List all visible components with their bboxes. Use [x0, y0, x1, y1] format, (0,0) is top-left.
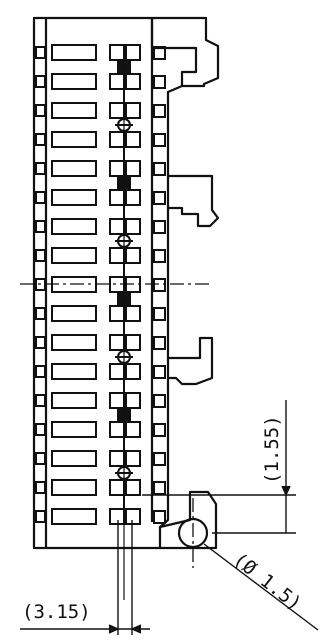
- wall-pad: [153, 510, 166, 524]
- pin-slot: [51, 189, 97, 206]
- dimension-lines: [20, 400, 319, 635]
- edge-pad: [35, 423, 46, 436]
- latch-upper: [168, 174, 220, 228]
- edge-pad: [35, 191, 46, 204]
- wall-pad: [153, 220, 166, 234]
- edge-pad: [35, 510, 46, 523]
- terminal-right: [125, 189, 141, 206]
- terminal-left: [109, 508, 125, 525]
- terminal-right: [125, 218, 141, 235]
- wall-pad: [153, 191, 166, 205]
- edge-pad: [35, 220, 46, 233]
- hole-leader: [203, 543, 319, 631]
- housing-outline: [32, 16, 220, 550]
- terminal-left: [109, 73, 125, 90]
- pin-slot: [51, 218, 97, 235]
- pin-slot: [51, 421, 97, 438]
- terminal-left: [109, 102, 125, 119]
- contact-array: [35, 44, 166, 600]
- terminal-right: [125, 44, 141, 61]
- dim-label-3-15: (3.15): [22, 601, 91, 623]
- edge-pad: [35, 249, 46, 262]
- terminal-right: [125, 160, 141, 177]
- pin-slot: [51, 247, 97, 264]
- dim-1-55-arrow: [281, 485, 291, 497]
- terminal-left: [109, 450, 125, 467]
- edge-pad: [35, 104, 46, 117]
- terminal-left: [109, 363, 125, 380]
- dim-3-15-arrow-left: [108, 624, 120, 634]
- terminal-left: [109, 44, 125, 61]
- dim-label-hole: (Ø 1.5): [229, 549, 306, 616]
- dim-label-1-55: (1.55): [261, 415, 283, 484]
- terminal-left: [109, 131, 125, 148]
- wall-pad: [153, 452, 166, 466]
- terminal-left: [109, 189, 125, 206]
- terminal-left: [109, 334, 125, 351]
- latch-lower: [168, 336, 214, 386]
- pin-slot: [51, 479, 97, 496]
- edge-pad: [35, 452, 46, 465]
- terminal-left: [109, 305, 125, 322]
- edge-pad: [35, 162, 46, 175]
- wall-pad: [153, 394, 166, 408]
- edge-pad: [35, 46, 46, 59]
- edge-pad: [35, 481, 46, 494]
- wall-pad: [153, 278, 166, 292]
- pin-slot: [51, 44, 97, 61]
- pin-slot: [51, 334, 97, 351]
- terminal-right: [125, 508, 141, 525]
- pin-slot: [51, 73, 97, 90]
- terminal-right: [125, 305, 141, 322]
- wall-pad: [153, 133, 166, 147]
- pin-slot: [51, 450, 97, 467]
- terminal-left: [109, 160, 125, 177]
- pin-slot: [51, 392, 97, 409]
- wall-pad: [153, 162, 166, 176]
- wall-pad: [153, 249, 166, 263]
- terminal-left: [109, 479, 125, 496]
- terminal-right: [125, 131, 141, 148]
- wall-pad: [153, 336, 166, 350]
- dim-3-15-arrow-right: [130, 624, 142, 634]
- pin-slot: [51, 305, 97, 322]
- terminal-right: [125, 247, 141, 264]
- dimension-labels: (1.55) (3.15) (Ø 1.5): [22, 415, 306, 623]
- wall-pad: [153, 46, 166, 60]
- center-lines: [20, 283, 212, 568]
- pin-slot: [51, 363, 97, 380]
- terminal-right: [125, 421, 141, 438]
- terminal-right: [125, 363, 141, 380]
- wall-pad: [153, 104, 166, 118]
- wall-pad: [153, 307, 166, 321]
- terminal-left: [109, 392, 125, 409]
- wall-pad: [153, 423, 166, 437]
- terminal-right: [125, 102, 141, 119]
- wall-pad: [153, 365, 166, 379]
- terminal-left: [109, 421, 125, 438]
- terminal-right: [125, 334, 141, 351]
- edge-pad: [35, 75, 46, 88]
- edge-pad: [35, 336, 46, 349]
- edge-pad: [35, 133, 46, 146]
- housing-top-lip: [150, 18, 198, 86]
- wall-pad: [153, 481, 166, 495]
- pin-slot: [51, 160, 97, 177]
- terminal-right: [125, 479, 141, 496]
- edge-pad: [35, 365, 46, 378]
- edge-pad: [35, 394, 46, 407]
- terminal-right: [125, 392, 141, 409]
- terminal-left: [109, 218, 125, 235]
- terminal-right: [125, 73, 141, 90]
- terminal-right: [125, 450, 141, 467]
- pin-slot: [51, 508, 97, 525]
- terminal-left: [109, 247, 125, 264]
- pin-slot: [51, 131, 97, 148]
- wall-pad: [153, 75, 166, 89]
- edge-pad: [35, 307, 46, 320]
- pin-slot: [51, 102, 97, 119]
